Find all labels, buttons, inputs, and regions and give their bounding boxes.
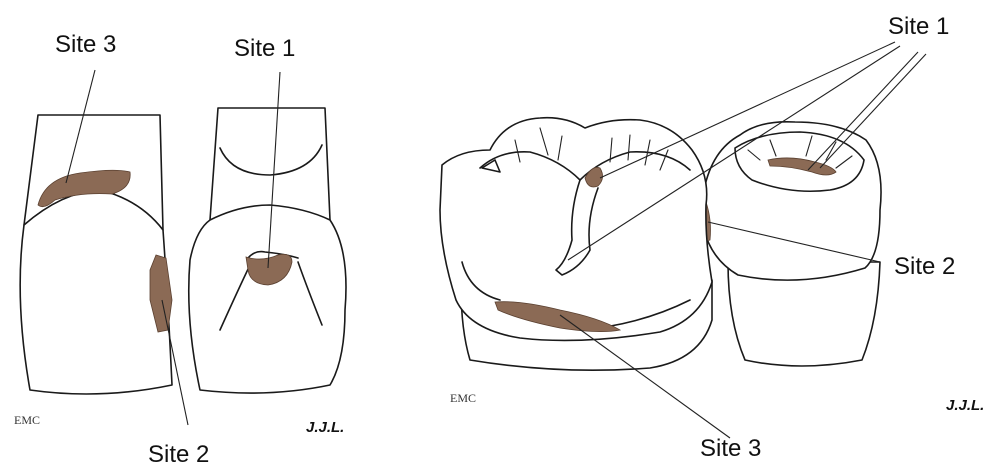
right-incisor [189, 108, 346, 393]
label-site2-incisor: Site 2 [148, 441, 209, 468]
molar [440, 118, 712, 341]
label-site1-molar: Site 1 [888, 13, 949, 40]
left-incisor [20, 115, 172, 394]
label-site1-incisor: Site 1 [234, 35, 295, 62]
premolar [690, 122, 881, 366]
signature-left: J.J.L. [306, 419, 344, 436]
label-site3-incisor: Site 3 [55, 31, 116, 58]
incisor-figure: Site 3 Site 1 Site 2 EMC J.J.L. [14, 31, 346, 468]
molar-figure: Site 1 Site 2 Site 3 EMC J.J.L. [440, 13, 984, 462]
label-site3-molar: Site 3 [700, 435, 761, 462]
publisher-mark-left: EMC [14, 413, 40, 427]
signature-right: J.J.L. [946, 397, 984, 414]
publisher-mark-right: EMC [450, 391, 476, 405]
label-site2-molar: Site 2 [894, 253, 955, 280]
